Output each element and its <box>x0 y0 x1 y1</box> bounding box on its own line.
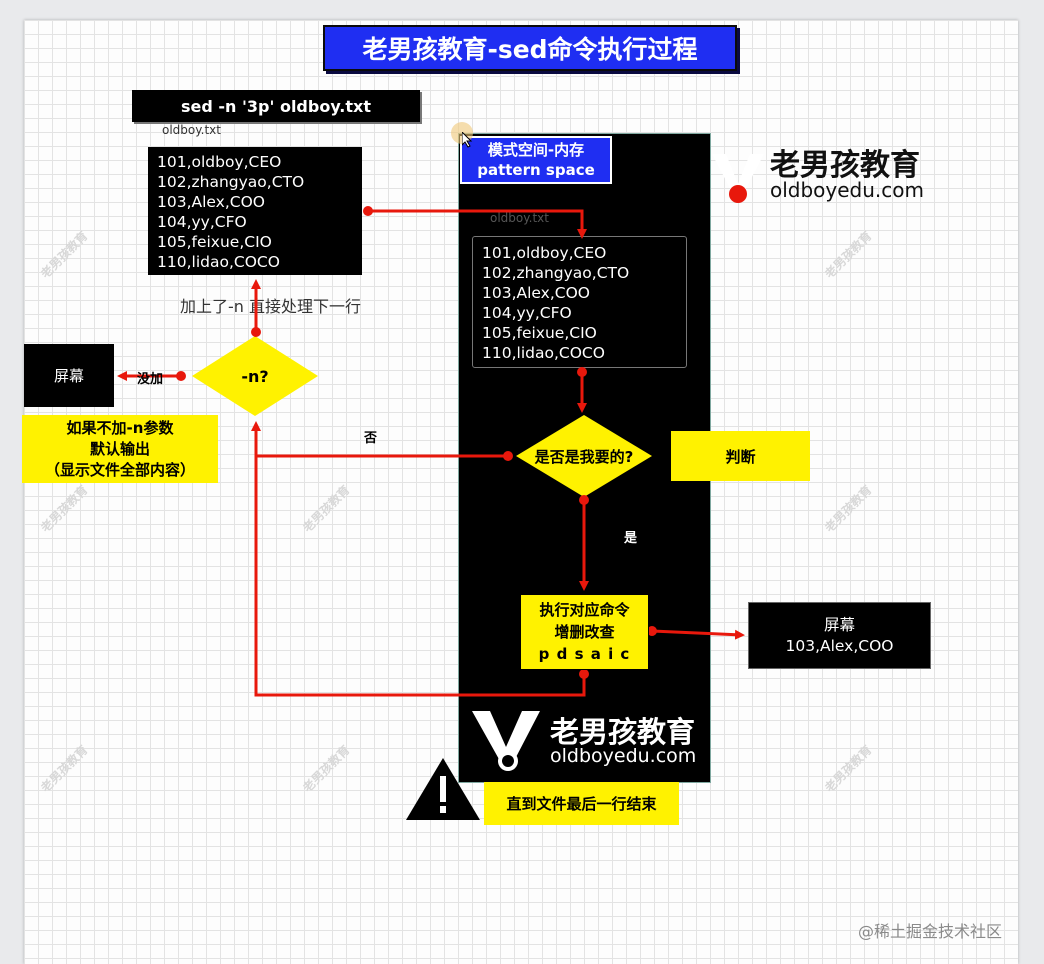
file-line: 104,yy,CFO <box>157 213 247 231</box>
with-n-label: 加上了-n 直接处理下一行 <box>180 297 362 316</box>
pattern-line: 102,zhangyao,CTO <box>482 264 630 282</box>
file-line: 110,lidao,COCO <box>157 253 280 271</box>
execute-command-box: 执行对应命令 增删改查 p d s a i c <box>520 594 649 670</box>
file-name-label: oldboy.txt <box>162 123 221 137</box>
logo-mark-icon <box>472 711 540 771</box>
pattern-space-box: 101,oldboy,CEO 102,zhangyao,CTO 103,Alex… <box>472 236 687 368</box>
pattern-space-label-en: pattern space <box>477 161 595 179</box>
no-label: 否 <box>364 431 378 446</box>
n-decision-diamond <box>192 336 318 416</box>
exec-line: 执行对应命令 <box>539 601 630 619</box>
pattern-line: 101,oldboy,CEO <box>482 244 607 262</box>
right-screen-output: 103,Alex,COO <box>785 636 894 655</box>
exec-line: 增删改查 <box>554 623 615 641</box>
logo-top: 老男孩教育 oldboyedu.com <box>710 140 930 206</box>
diagram-title: 老男孩教育-sed命令执行过程 <box>323 25 737 71</box>
pattern-space-file-name: oldboy.txt <box>490 211 549 225</box>
note-line: 默认输出 <box>89 439 150 458</box>
pattern-space-label-cn: 模式空间-内存 <box>487 141 585 159</box>
match-decision-diamond <box>516 415 652 497</box>
pattern-line: 104,yy,CFO <box>482 304 572 322</box>
n-decision-text: -n? <box>241 366 269 386</box>
pattern-space-label: 模式空间-内存 pattern space <box>460 136 612 184</box>
pattern-line: 103,Alex,COO <box>482 284 591 302</box>
match-decision-text: 是否是我要的? <box>534 447 634 466</box>
file-line: 102,zhangyao,CTO <box>157 173 305 191</box>
logo-en-text: oldboyedu.com <box>550 745 697 767</box>
pattern-line: 110,lidao,COCO <box>482 344 605 362</box>
note-line: 如果不加-n参数 <box>66 418 174 437</box>
file-line: 103,Alex,COO <box>157 193 266 211</box>
logo-mark-icon <box>712 154 764 203</box>
judge-label: 判断 <box>671 431 810 481</box>
right-screen-box: 屏幕 103,Alex,COO <box>748 602 931 669</box>
logo-en-text: oldboyedu.com <box>770 178 925 202</box>
pattern-line: 105,feixue,CIO <box>482 324 597 342</box>
connector-dots <box>176 206 657 679</box>
logo-cn-text: 老男孩教育 <box>550 715 696 749</box>
cursor-icon <box>462 132 473 148</box>
default-output-note: 如果不加-n参数 默认输出 （显示文件全部内容） <box>22 415 218 483</box>
file-line: 101,oldboy,CEO <box>157 153 282 171</box>
sed-command-label: sed -n '3p' oldboy.txt <box>132 90 420 122</box>
source-file-box: 101,oldboy,CEO 102,zhangyao,CTO 103,Alex… <box>148 147 362 275</box>
right-screen-label: 屏幕 <box>823 615 855 634</box>
logo-cn-text: 老男孩教育 <box>770 148 920 183</box>
without-n-label: 没加 <box>137 372 164 387</box>
note-line: （显示文件全部内容） <box>44 460 195 479</box>
yes-label: 是 <box>624 531 638 546</box>
connector-lines <box>117 209 745 697</box>
left-screen-box: 屏幕 <box>24 344 114 407</box>
site-watermark: @稀土掘金技术社区 <box>858 922 1003 941</box>
logo-bottom: 老男孩教育 oldboyedu.com <box>470 705 710 775</box>
end-note: 直到文件最后一行结束 <box>484 782 679 825</box>
file-line: 105,feixue,CIO <box>157 233 272 251</box>
exec-line: p d s a i c <box>538 645 631 663</box>
